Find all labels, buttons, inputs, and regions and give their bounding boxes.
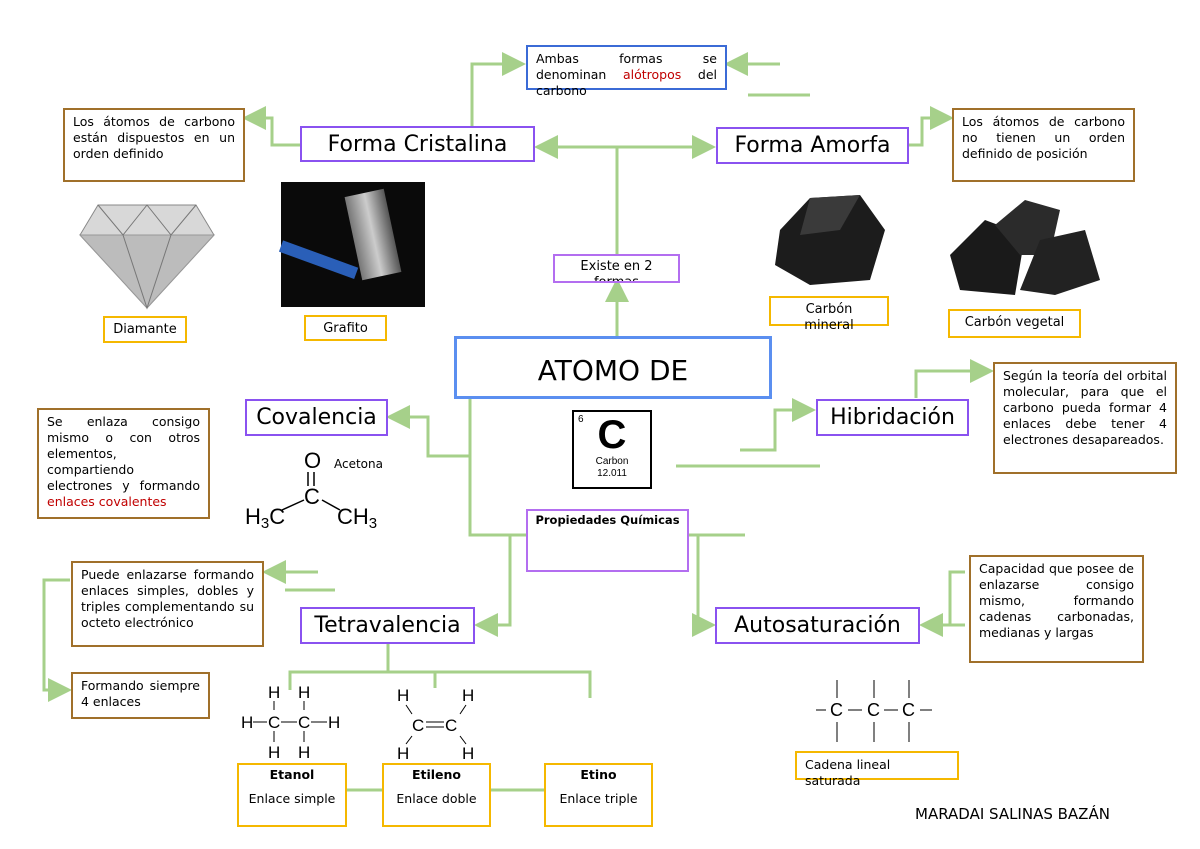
svg-text:C: C bbox=[412, 716, 424, 735]
diamond-image bbox=[78, 204, 216, 310]
carbon-vegetal-label: Carbón vegetal bbox=[948, 309, 1081, 338]
atomic-mass: 12.011 bbox=[597, 468, 627, 479]
tetravalencia-desc: Puede enlazarse formando enlaces simples… bbox=[71, 561, 264, 647]
grafito-image bbox=[278, 182, 425, 307]
covalencia-highlight: enlaces covalentes bbox=[47, 494, 167, 509]
svg-text:H: H bbox=[241, 713, 253, 732]
etanol-name: Etanol bbox=[269, 767, 315, 782]
svg-text:H: H bbox=[397, 744, 409, 763]
etileno-name: Etileno bbox=[411, 767, 462, 782]
grafito-label: Grafito bbox=[304, 315, 387, 341]
alotropos-box: Ambas formas se denominan alótropos del … bbox=[526, 45, 727, 98]
carbon-mineral-image bbox=[775, 195, 885, 285]
etino-name: Etino bbox=[580, 767, 617, 782]
svg-text:H: H bbox=[268, 743, 280, 760]
carbon-mineral-label: Carbón mineral bbox=[769, 296, 889, 333]
cadena-label: Cadena lineal saturada bbox=[795, 751, 959, 788]
alotropos-text-end: del carbono bbox=[536, 67, 718, 98]
autosaturacion-desc: Capacidad que posee de enlazarse consigo… bbox=[969, 555, 1144, 663]
acetona-label: Acetona bbox=[334, 457, 383, 471]
forma-cristalina-node: Forma Cristalina bbox=[300, 126, 535, 162]
etino-bond: Enlace triple bbox=[559, 791, 638, 806]
existe-box: Existe en 2 formas bbox=[553, 254, 680, 283]
carbon-vegetal-image bbox=[950, 200, 1100, 295]
propiedades-box: Propiedades Químicas bbox=[526, 509, 689, 572]
svg-text:C: C bbox=[268, 713, 280, 732]
central-title-2: CARBONO bbox=[457, 391, 769, 396]
hibridacion-node: Hibridación bbox=[816, 399, 969, 436]
svg-text:H: H bbox=[298, 743, 310, 760]
carbon-element-tile: 6 C Carbon 12.011 bbox=[572, 410, 652, 489]
etileno-box: Etileno Enlace doble bbox=[382, 763, 491, 827]
etanol-box: Etanol Enlace simple bbox=[237, 763, 347, 827]
covalencia-text: Se enlaza consigo mismo o con otros elem… bbox=[47, 414, 200, 493]
cristalina-desc: Los átomos de carbono están dispuestos e… bbox=[63, 108, 245, 182]
svg-text:C: C bbox=[304, 484, 320, 509]
svg-text:C: C bbox=[830, 700, 843, 720]
svg-text:H: H bbox=[397, 686, 409, 705]
svg-text:H: H bbox=[268, 683, 280, 702]
central-node: ATOMO DE CARBONO bbox=[454, 336, 772, 399]
etino-box: Etino Enlace triple bbox=[544, 763, 653, 827]
central-title-1: ATOMO DE bbox=[537, 354, 689, 387]
element-name: Carbon bbox=[595, 456, 629, 467]
tetravalencia-node: Tetravalencia bbox=[300, 607, 475, 644]
alotropos-highlight: alótropos bbox=[622, 67, 682, 82]
etileno-bond: Enlace doble bbox=[396, 791, 477, 806]
svg-text:H3C: H3C bbox=[245, 504, 285, 528]
svg-text:C: C bbox=[445, 716, 457, 735]
autosaturacion-node: Autosaturación bbox=[715, 607, 920, 644]
etanol-bond: Enlace simple bbox=[248, 791, 336, 806]
amorfa-desc: Los átomos de carbono no tienen un orden… bbox=[952, 108, 1135, 182]
atomic-number: 6 bbox=[578, 414, 584, 425]
svg-text:H: H bbox=[462, 744, 474, 763]
svg-text:O: O bbox=[304, 448, 321, 473]
alotropos-text: Ambas formas se denominan bbox=[536, 51, 717, 82]
svg-text:C: C bbox=[298, 713, 310, 732]
author: MARADAI SALINAS BAZÁN bbox=[915, 805, 1110, 823]
svg-text:H: H bbox=[298, 683, 310, 702]
diamante-label: Diamante bbox=[103, 316, 187, 343]
forma-amorfa-node: Forma Amorfa bbox=[716, 127, 909, 164]
acetona-molecule: O C H3C CH3 bbox=[245, 448, 377, 528]
svg-text:CH3: CH3 bbox=[337, 504, 377, 528]
hibridacion-desc: Según la teoría del orbital molecular, p… bbox=[993, 362, 1177, 474]
svg-text:H: H bbox=[462, 686, 474, 705]
tetravalencia-desc-2: Formando siempre 4 enlaces bbox=[71, 672, 210, 719]
svg-text:H: H bbox=[328, 713, 340, 732]
svg-text:C: C bbox=[902, 700, 915, 720]
covalencia-node: Covalencia bbox=[245, 399, 388, 436]
element-symbol: C bbox=[597, 413, 627, 457]
covalencia-desc: Se enlaza consigo mismo o con otros elem… bbox=[37, 408, 210, 519]
svg-text:C: C bbox=[867, 700, 880, 720]
